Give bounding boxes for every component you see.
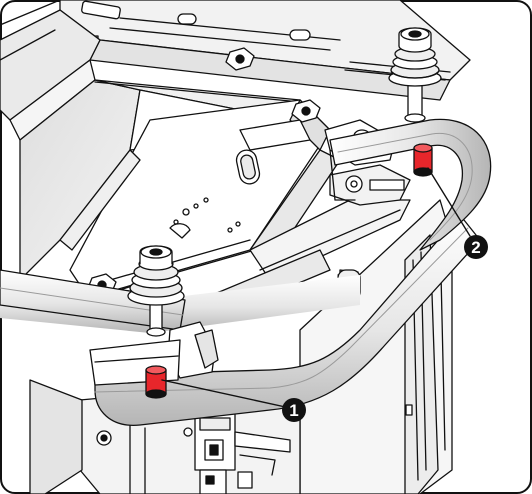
callout-label-2: 2 (471, 238, 480, 257)
callout-marker-2: 2 (464, 235, 488, 259)
callout-label-1: 1 (289, 401, 298, 420)
red-pin-1 (145, 365, 167, 399)
lower-bracket (89, 321, 219, 386)
adjustment-knob-top (388, 27, 442, 123)
leader-line-1 (161, 379, 291, 409)
center-plate (59, 47, 341, 301)
callout-marker-1: 1 (282, 398, 306, 422)
adjustment-knob-center (127, 245, 185, 337)
leader-line-2 (427, 167, 471, 237)
red-pin-2 (413, 143, 433, 177)
side-handle-tube (329, 118, 492, 251)
bottom-latch (194, 409, 291, 494)
